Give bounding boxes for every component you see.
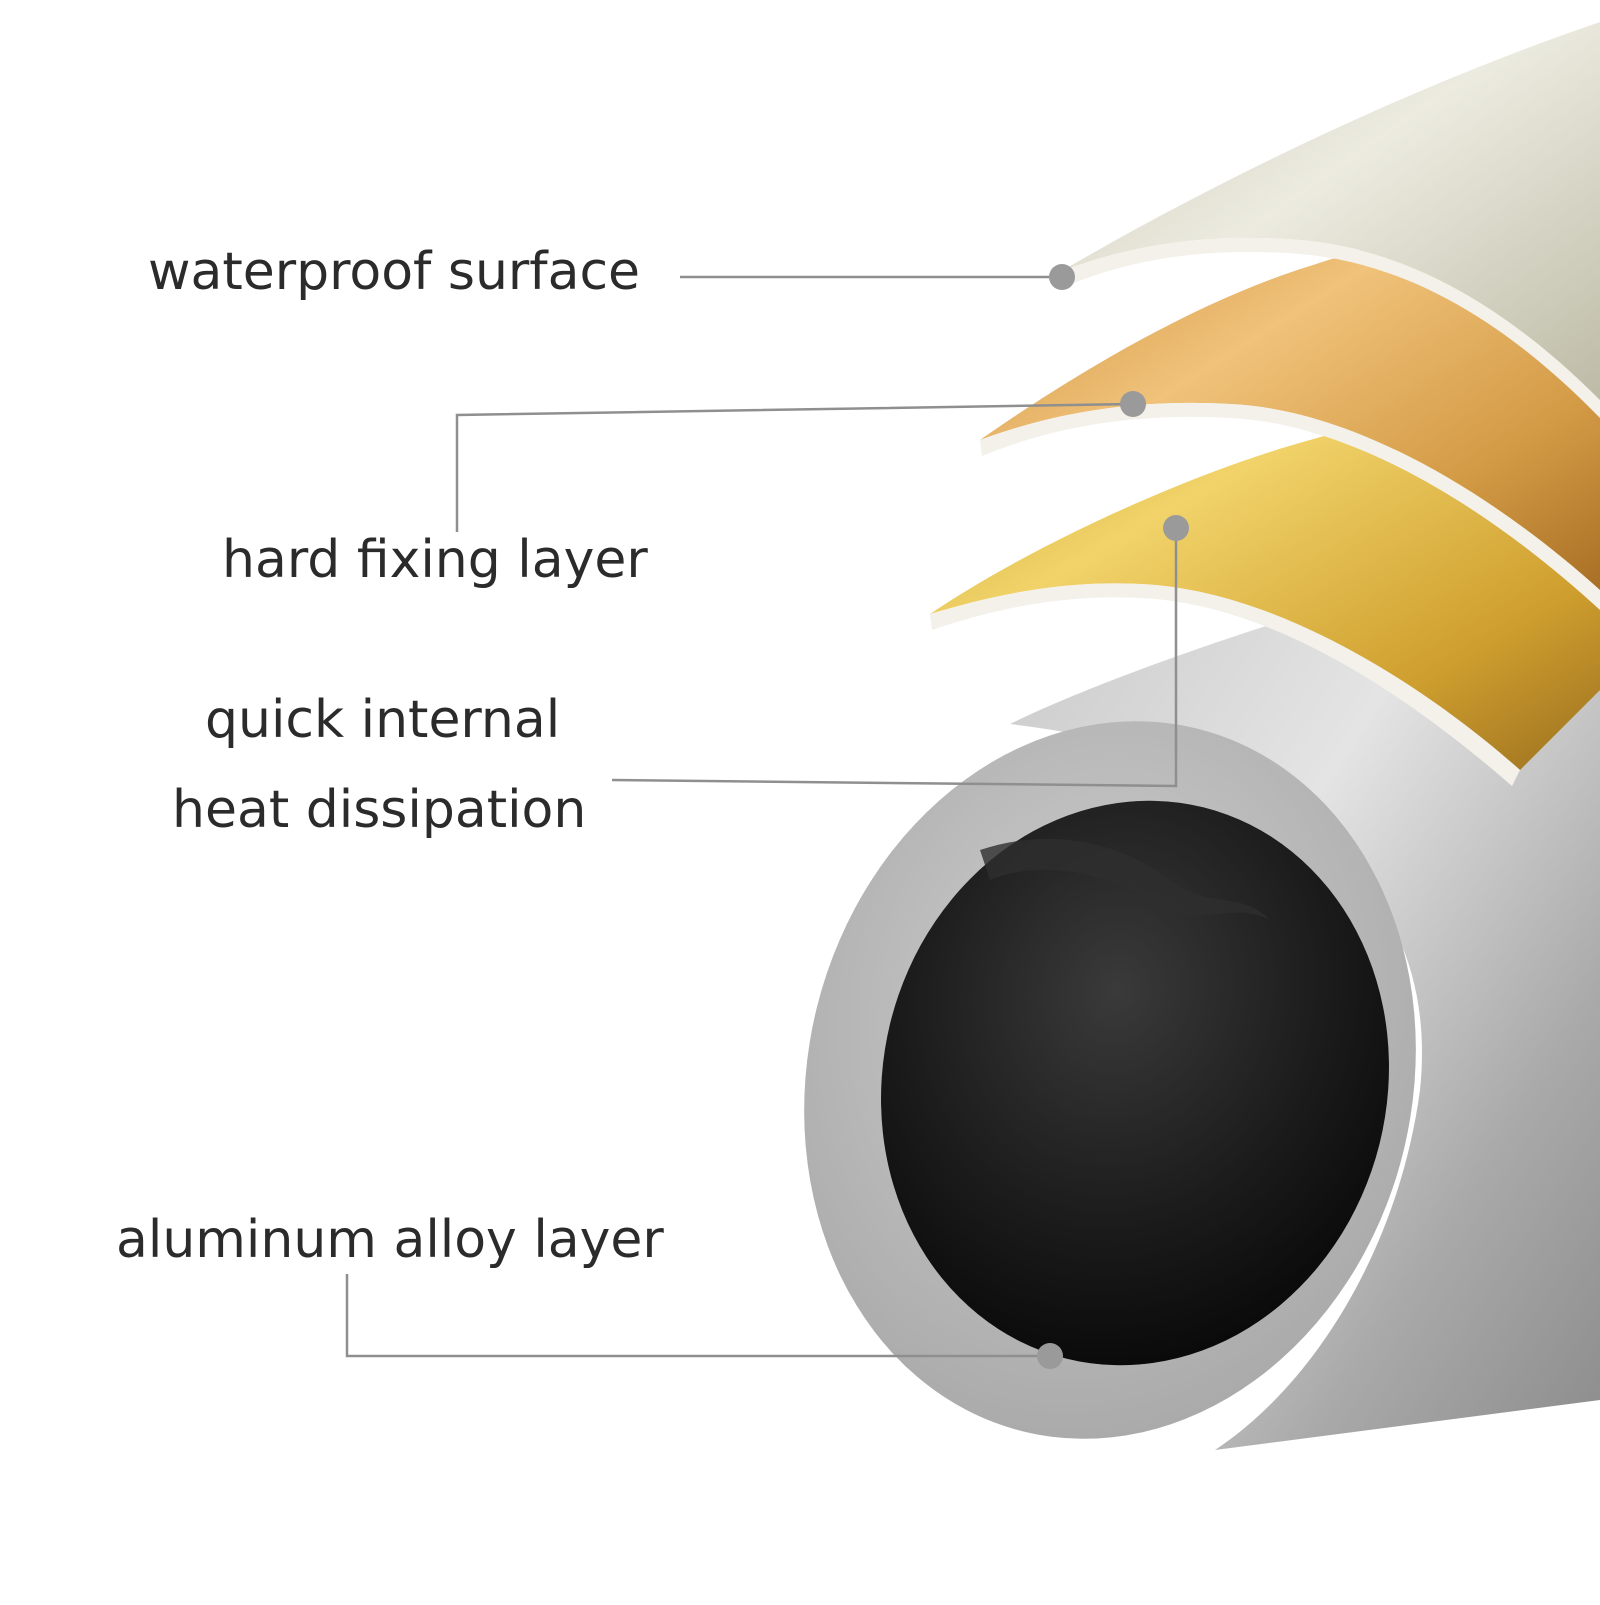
aluminum-tube-body [1010,540,1600,1450]
leader-line-heat-dissipation [611,528,1178,788]
leader-line-aluminum [345,1274,1050,1358]
tube-inner-reflection [980,838,1270,920]
marker-dot-waterproof [1049,264,1075,290]
waterproof-surface-layer [1060,22,1600,400]
leader-line-hard-fixing [455,402,1134,532]
hard-fixing-layer-edge [980,402,1600,610]
label-heat-dissipation: heat dissipation [172,780,587,840]
marker-dots [1037,264,1189,1369]
label-aluminum-alloy-layer: aluminum alloy layer [116,1210,664,1270]
marker-dot-aluminum [1037,1343,1063,1369]
aluminum-tube-hole [881,800,1389,1366]
label-waterproof-surface: waterproof surface [148,242,641,302]
label-quick-internal: quick internal [205,690,561,750]
heat-dissipation-layer-edge [930,583,1520,786]
marker-dot-hard-fixing [1120,391,1146,417]
leader-lines [345,275,1178,1358]
marker-dot-heat-dissipation [1163,515,1189,541]
waterproof-surface-edge [1060,237,1600,418]
label-hard-fixing-layer: hard fixing layer [222,530,648,590]
